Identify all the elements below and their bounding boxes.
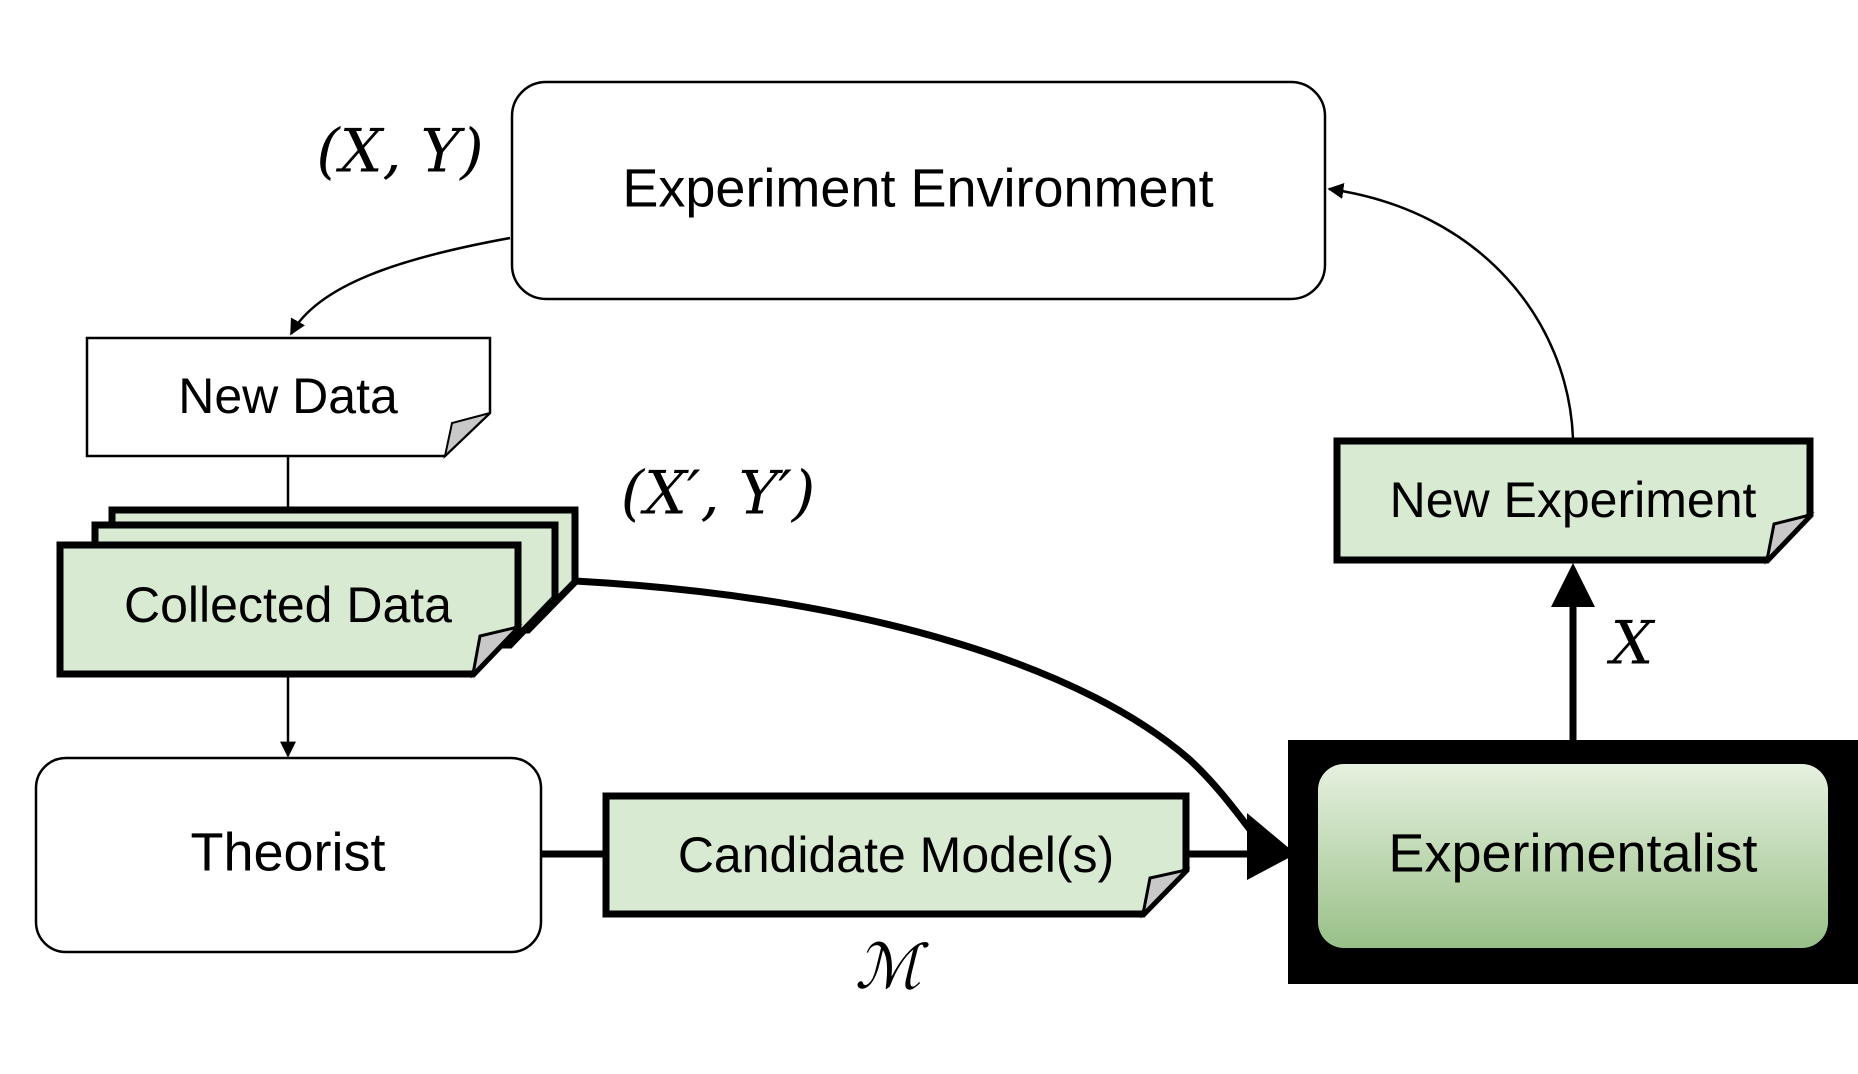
new-experiment-node: New Experiment bbox=[1333, 437, 1815, 565]
new-experiment-label: New Experiment bbox=[1390, 472, 1757, 528]
new-data-node: New Data bbox=[85, 336, 492, 459]
experimentalist-to-new-experiment-arrow bbox=[1551, 563, 1595, 740]
new-data-label: New Data bbox=[178, 368, 398, 424]
models-math-label: ℳ bbox=[855, 930, 929, 1003]
experiment-environment-label: Experiment Environment bbox=[622, 158, 1213, 218]
x-math-label: X bbox=[1607, 609, 1656, 679]
experimentalist-arrowhead bbox=[1247, 813, 1296, 880]
candidate-models-label: Candidate Model(s) bbox=[678, 827, 1114, 883]
environment-to-new-data-arrow bbox=[289, 236, 511, 336]
theorist-node: Theorist bbox=[34, 756, 543, 954]
collected-data-node: Collected Data bbox=[56, 506, 579, 679]
experimentalist-label: Experimentalist bbox=[1388, 823, 1757, 883]
xy-math-label: (X, Y) bbox=[316, 117, 483, 187]
candidate-models-node: Candidate Model(s) bbox=[602, 792, 1191, 919]
xy-prime-math-label: (X′, Y′) bbox=[621, 459, 816, 529]
new-experiment-to-environment-arrow bbox=[1327, 183, 1575, 439]
collected-to-experimentalist-curve bbox=[574, 577, 1265, 848]
experimentalist-node: Experimentalist bbox=[1288, 740, 1858, 984]
theorist-label: Theorist bbox=[190, 822, 385, 882]
collected-data-label: Collected Data bbox=[124, 577, 452, 633]
experiment-environment-node: Experiment Environment bbox=[510, 80, 1327, 301]
